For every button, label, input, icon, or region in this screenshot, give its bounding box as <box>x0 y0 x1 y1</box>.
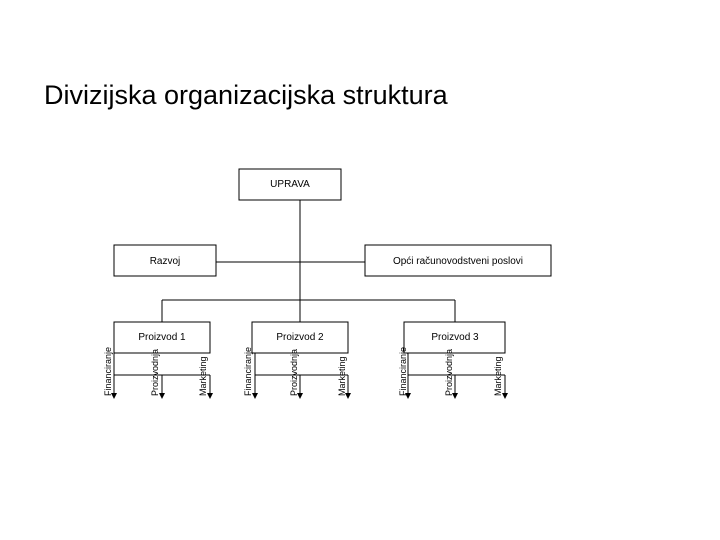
division-1-function-2: Proizvodnja <box>150 349 160 396</box>
division-2-function-3: Marketing <box>337 356 347 396</box>
node-uprava: UPRAVA <box>238 168 342 201</box>
division-1: Proizvod 1 Financiranje Proizvodnja Mark… <box>103 321 213 399</box>
division-1-box <box>113 321 211 354</box>
division-3-function-1: Financiranje <box>398 347 408 396</box>
node-razvoj: Razvoj <box>113 244 217 277</box>
division-3-box <box>403 321 506 354</box>
division-3-function-2: Proizvodnja <box>444 349 454 396</box>
division-3-label: Proizvod 3 <box>431 332 479 343</box>
division-2: Proizvod 2 Financiranje Proizvodnja Mark… <box>243 321 351 399</box>
slide-title: Divizijska organizacijska struktura <box>44 80 448 110</box>
division-2-label: Proizvod 2 <box>276 332 324 343</box>
node-razvoj-label: Razvoj <box>150 256 181 267</box>
division-1-function-3: Marketing <box>198 356 208 396</box>
division-2-function-2: Proizvodnja <box>289 349 299 396</box>
division-3-function-3: Marketing <box>493 356 503 396</box>
connectors <box>161 200 456 322</box>
node-racunovodstvo-label: Opći računovodstveni poslovi <box>393 256 523 267</box>
division-2-function-1: Financiranje <box>243 347 253 396</box>
division-2-box <box>251 321 349 354</box>
division-1-function-1: Financiranje <box>103 347 113 396</box>
node-uprava-label: UPRAVA <box>270 179 310 190</box>
node-racunovodstvo: Opći računovodstveni poslovi <box>364 244 552 277</box>
division-3: Proizvod 3 Financiranje Proizvodnja Mark… <box>398 321 508 399</box>
division-1-label: Proizvod 1 <box>138 332 186 343</box>
